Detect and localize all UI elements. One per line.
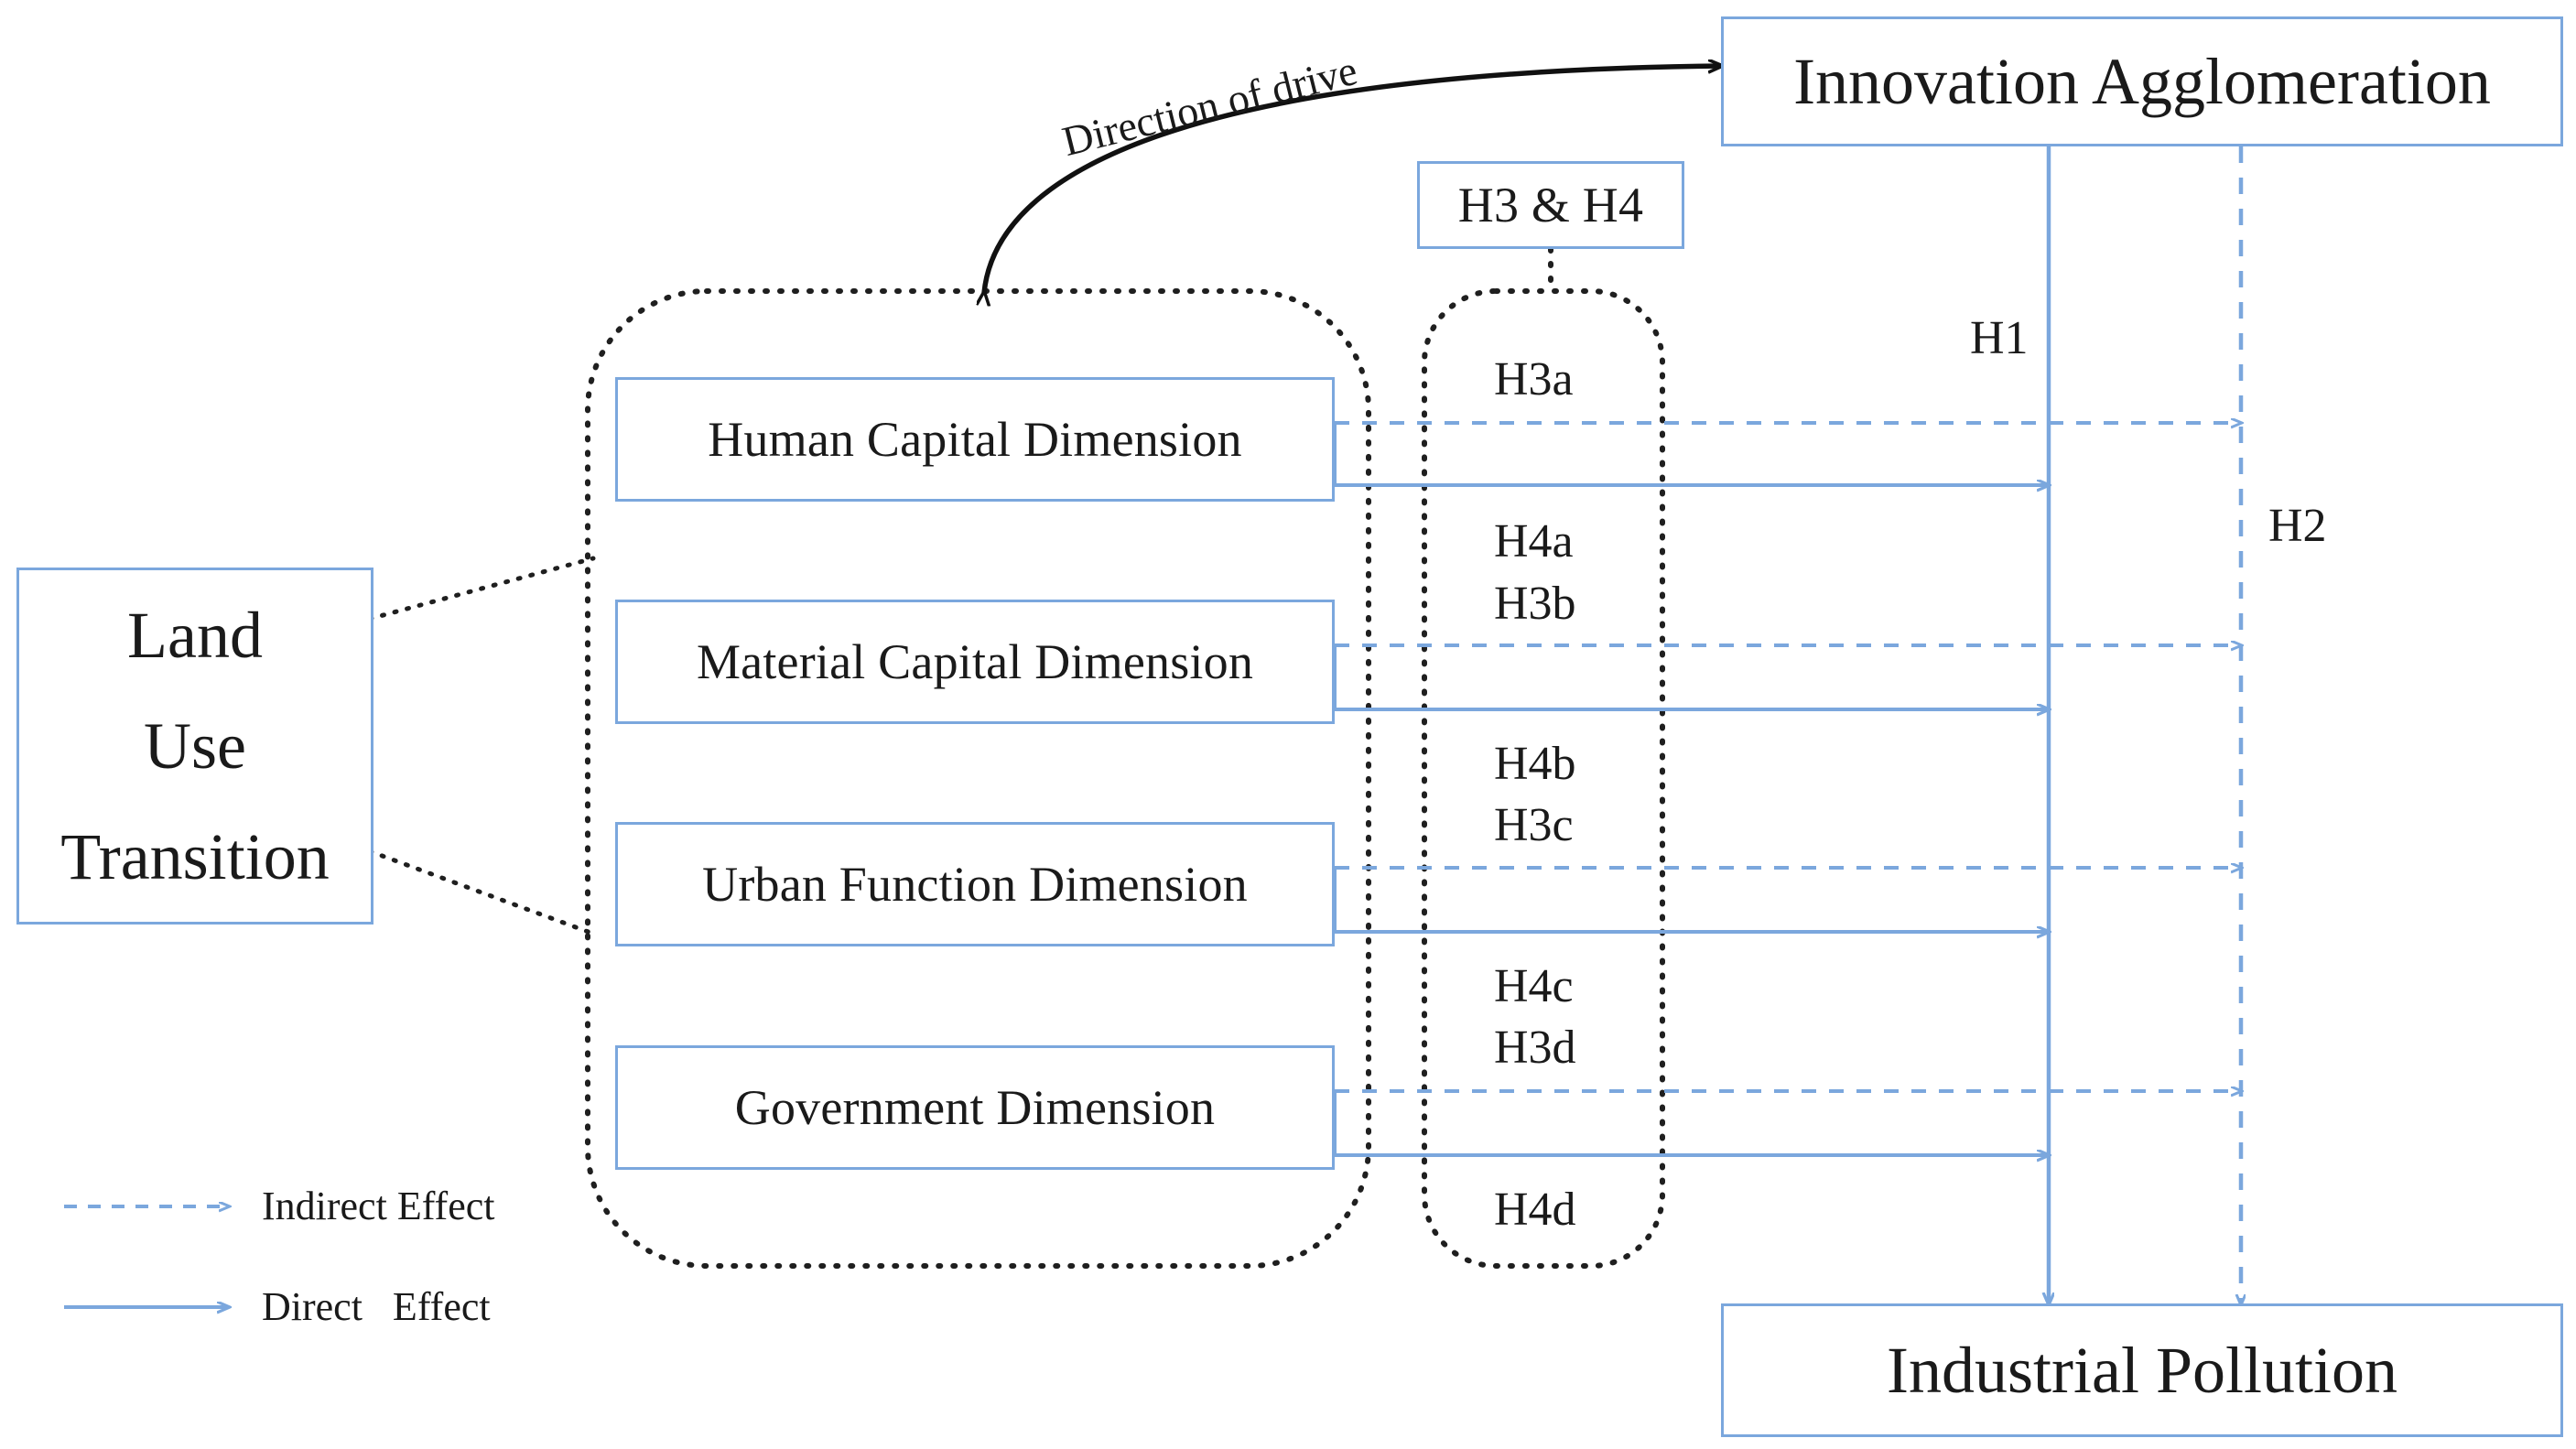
dimension-box-material-capital[interactable]: Material Capital Dimension [615,600,1335,724]
h1-path-label: H1 [1970,312,2029,364]
h2-path-label: H2 [2268,500,2327,552]
hypothesis-label-h3b: H3b [1494,578,1576,630]
dimension-label: Urban Function Dimension [702,857,1248,912]
dimension-box-government[interactable]: Government Dimension [615,1045,1335,1170]
hypothesis-label-h3a: H3a [1494,353,1574,406]
direction-of-drive-label: Direction of drive [1057,46,1362,166]
land-use-line-1: Land [127,598,263,672]
dimension-box-human-capital[interactable]: Human Capital Dimension [615,377,1335,502]
legend-label-indirect: Indirect Effect [262,1184,495,1228]
legend-label-direct: Direct Effect [262,1284,491,1329]
h3-h4-label: H3 & H4 [1457,178,1644,232]
hypothesis-label-h3c: H3c [1494,799,1574,851]
land-use-transition-box[interactable]: Land Use Transition [16,568,373,925]
industrial-pollution-label: Industrial Pollution [1887,1333,2397,1407]
dimension-box-urban-function[interactable]: Urban Function Dimension [615,822,1335,946]
h3-h4-header-box[interactable]: H3 & H4 [1417,161,1684,249]
source-connector-lower [367,849,596,936]
hypothesis-label-h4c: H4c [1494,960,1574,1012]
hypothesis-label-h4b: H4b [1494,738,1576,790]
hypothesis-label-h4a: H4a [1494,515,1574,568]
hypothesis-label-h4d: H4d [1494,1184,1576,1236]
source-connector-upper [367,556,596,622]
land-use-line-2: Use [144,708,246,783]
land-use-line-3: Transition [60,819,330,893]
dimension-label: Human Capital Dimension [708,412,1242,467]
industrial-pollution-box[interactable]: Industrial Pollution [1721,1303,2563,1437]
dimension-label: Government Dimension [734,1080,1216,1135]
dimension-label: Material Capital Dimension [696,634,1254,689]
innovation-agglomeration-label: Innovation Agglomeration [1793,44,2491,118]
innovation-agglomeration-box[interactable]: Innovation Agglomeration [1721,16,2563,146]
hypothesis-label-h3d: H3d [1494,1022,1576,1074]
